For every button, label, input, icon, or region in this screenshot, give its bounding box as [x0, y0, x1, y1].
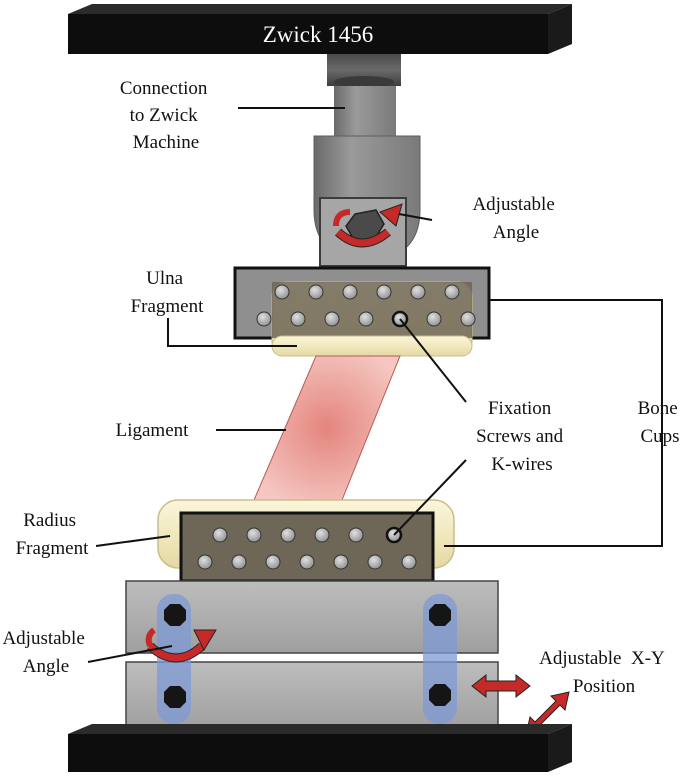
radius-bone-cup [179, 511, 435, 583]
connection-label-line2: to Zwick [130, 105, 199, 126]
fixation-label-line1: Fixation [488, 398, 552, 419]
radius-label: Radius Fragment [16, 510, 90, 559]
angle-bottom-label-line1: Adjustable [2, 628, 84, 649]
ulna-screws [256, 284, 476, 328]
xy-label-line1: Adjustable X-Y [539, 648, 665, 669]
connection-label: Connection to Zwick Machine [120, 78, 212, 153]
fixation-label: Fixation Screws and K-wires [476, 398, 568, 475]
fixation-label-line3: K-wires [491, 454, 552, 475]
ulna-label-line1: Ulna [146, 268, 184, 289]
radius-label-line1: Radius [23, 510, 76, 531]
connection-label-line3: Machine [133, 132, 199, 153]
zwick-crossbar: Zwick 1456 [68, 4, 572, 54]
curved-arrow-icon [333, 203, 403, 248]
right-adjustment-slot [423, 594, 457, 724]
ulna-fragment [271, 335, 473, 357]
machine-name: Zwick 1456 [263, 22, 374, 47]
double-arrow-icon [471, 673, 531, 699]
ulna-bone-cup [233, 266, 491, 357]
bone-cups-label-line1: Bone [638, 398, 678, 419]
connection-adapter [313, 54, 421, 267]
ligament-label: Ligament [116, 420, 190, 441]
connection-label-line1: Connection [120, 78, 208, 99]
ligament-band [253, 355, 401, 501]
angle-top-label: Adjustable Angle [472, 194, 559, 243]
xy-label: Adjustable X-Y Position [539, 648, 669, 697]
ulna-label-line2: Fragment [131, 296, 205, 317]
xy-label-line2: Position [573, 676, 636, 697]
fixation-label-line2: Screws and [476, 426, 564, 447]
angle-top-label-line2: Angle [493, 222, 539, 243]
bone-cups-label: Bone Cups [638, 398, 683, 447]
angle-bottom-label-line2: Angle [23, 656, 69, 677]
leader-lines [87, 107, 663, 663]
radius-screws [197, 526, 417, 570]
angle-bottom-label: Adjustable Angle [2, 628, 89, 677]
angle-top-label-line1: Adjustable [472, 194, 554, 215]
ulna-label: Ulna Fragment [131, 268, 205, 317]
ligament-label-line1: Ligament [116, 420, 190, 441]
base-crossbar [68, 724, 572, 772]
bone-cups-label-line2: Cups [640, 426, 679, 447]
radius-label-line2: Fragment [16, 538, 90, 559]
